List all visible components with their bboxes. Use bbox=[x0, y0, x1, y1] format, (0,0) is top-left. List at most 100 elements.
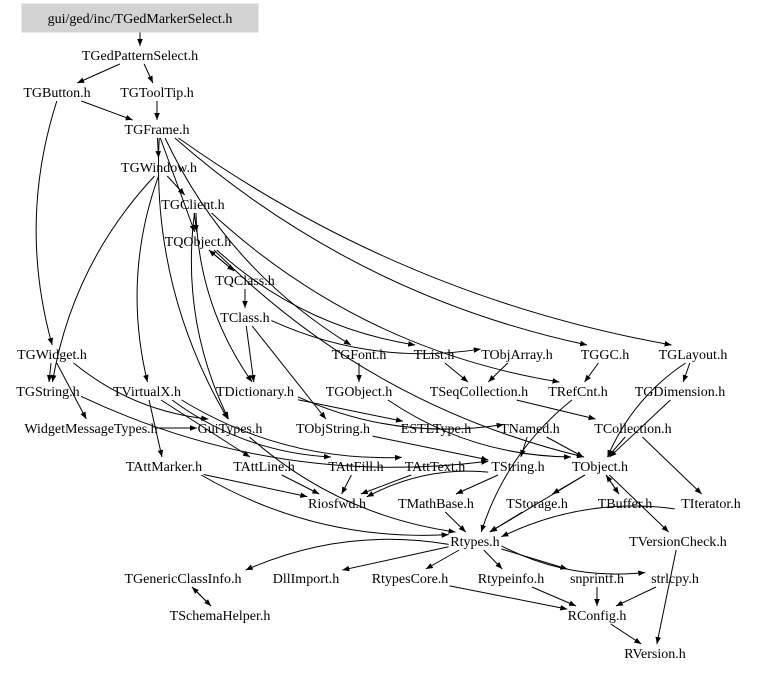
node-label: TAttFill.h bbox=[328, 460, 383, 475]
edge-rtypes-to-strlcpy bbox=[501, 545, 646, 577]
node-label: snprintf.h bbox=[570, 572, 624, 587]
node-tstring[interactable]: TString.h bbox=[491, 460, 544, 475]
edge-tclass-to-tobjstring bbox=[251, 325, 327, 420]
node-tattfill[interactable]: TAttFill.h bbox=[328, 460, 383, 475]
node-tcollection[interactable]: TCollection.h bbox=[594, 422, 671, 437]
node-tggc[interactable]: TGGC.h bbox=[581, 348, 630, 363]
edge-tseqcollection-to-tcollection bbox=[516, 399, 596, 421]
node-root[interactable]: gui/ged/inc/TGedMarkerSelect.h bbox=[21, 3, 259, 33]
edge-tnamed-to-tstring bbox=[520, 436, 528, 458]
node-label: TQClass.h bbox=[215, 274, 275, 289]
node-label: TDictionary.h bbox=[216, 385, 294, 400]
node-label: TGFont.h bbox=[332, 348, 387, 363]
edge-tgobject-to-tobject bbox=[387, 399, 572, 460]
node-tgedpatternselect[interactable]: TGedPatternSelect.h bbox=[82, 49, 198, 64]
node-trefcnt[interactable]: TRefCnt.h bbox=[548, 385, 608, 400]
node-rversion[interactable]: RVersion.h bbox=[624, 647, 686, 662]
node-tobjstring[interactable]: TObjString.h bbox=[296, 422, 370, 437]
edge-tgwindow-to-tvirtualx bbox=[136, 175, 159, 383]
node-tgdimension[interactable]: TGDimension.h bbox=[635, 385, 726, 400]
edge-tnamed-to-tobject bbox=[546, 436, 584, 458]
node-tgframe[interactable]: TGFrame.h bbox=[125, 123, 190, 138]
edge-tclass-to-tdictionary bbox=[245, 325, 256, 383]
node-estltype[interactable]: ESTLType.h bbox=[401, 422, 471, 437]
node-tobject[interactable]: TObject.h bbox=[572, 460, 628, 475]
edge-tgclient-to-trefcnt bbox=[211, 212, 560, 384]
edge-tgframe-to-tglayout bbox=[178, 137, 672, 347]
node-tatttext[interactable]: TAttText.h bbox=[405, 460, 466, 475]
node-tvirtualx[interactable]: TVirtualX.h bbox=[113, 385, 181, 400]
node-tclass[interactable]: TClass.h bbox=[220, 311, 269, 326]
node-tgwindow[interactable]: TGWindow.h bbox=[121, 161, 197, 176]
edge-tgwidget-to-guitypes bbox=[73, 362, 209, 422]
node-tgenericclassinfo[interactable]: TGenericClassInfo.h bbox=[124, 572, 241, 587]
node-label: TGString.h bbox=[16, 385, 79, 400]
node-label: TRefCnt.h bbox=[548, 385, 608, 400]
node-label: TGenericClassInfo.h bbox=[124, 572, 241, 587]
node-label: WidgetMessageTypes.h bbox=[24, 422, 157, 437]
node-strlcpy[interactable]: strlcpy.h bbox=[651, 572, 699, 587]
node-tgobject[interactable]: TGObject.h bbox=[326, 385, 392, 400]
node-tobjarray[interactable]: TObjArray.h bbox=[481, 348, 553, 363]
node-tglayout[interactable]: TGLayout.h bbox=[659, 348, 728, 363]
node-tattline[interactable]: TAttLine.h bbox=[233, 460, 294, 475]
edge-tvirtualx-to-tatttext bbox=[181, 399, 403, 461]
edge-tschemahelper-to-tgenericclassinfo bbox=[191, 586, 212, 607]
node-label: TNamed.h bbox=[500, 422, 559, 437]
node-tgclient[interactable]: TGClient.h bbox=[161, 198, 224, 213]
node-label: TSeqCollection.h bbox=[430, 385, 528, 400]
node-tdictionary[interactable]: TDictionary.h bbox=[216, 385, 294, 400]
node-label: TCollection.h bbox=[594, 422, 671, 437]
node-rtypeinfo[interactable]: Rtypeinfo.h bbox=[478, 572, 545, 587]
edge-tattfill-to-riosfwd bbox=[341, 474, 352, 495]
node-rtypescore[interactable]: RtypesCore.h bbox=[372, 572, 449, 587]
node-rtypes[interactable]: Rtypes.h bbox=[450, 535, 499, 550]
edge-tcollection-to-tobject bbox=[607, 436, 626, 458]
node-label: TGedPatternSelect.h bbox=[82, 49, 198, 64]
edge-tgwidget-to-tgstring bbox=[46, 362, 53, 383]
node-rconfig[interactable]: RConfig.h bbox=[568, 609, 627, 624]
node-dllimport[interactable]: DllImport.h bbox=[273, 572, 340, 587]
node-titerator[interactable]: TIterator.h bbox=[681, 497, 740, 512]
node-widgetmessagetypes[interactable]: WidgetMessageTypes.h bbox=[24, 422, 157, 437]
node-tqclass[interactable]: TQClass.h bbox=[215, 274, 275, 289]
edge-tgwidget-to-widgetmessagetypes bbox=[56, 362, 87, 420]
edge-rtypeinfo-to-rconfig bbox=[531, 586, 577, 607]
edge-tlist-to-tseqcollection bbox=[444, 362, 469, 383]
node-tgstring[interactable]: TGString.h bbox=[16, 385, 79, 400]
node-label: TQObject.h bbox=[165, 235, 231, 250]
node-label: TGLayout.h bbox=[659, 348, 728, 363]
node-label: TStorage.h bbox=[506, 497, 568, 512]
node-label: TGButton.h bbox=[23, 86, 90, 101]
node-guitypes[interactable]: GuiTypes.h bbox=[198, 422, 263, 437]
root-node-box bbox=[21, 3, 259, 33]
node-tlist[interactable]: TList.h bbox=[414, 348, 455, 363]
edge-trefcnt-to-rtypes bbox=[480, 399, 573, 533]
edge-tdictionary-to-estltype bbox=[297, 399, 404, 423]
node-tbuffer[interactable]: TBuffer.h bbox=[598, 497, 653, 512]
node-tversioncheck[interactable]: TVersionCheck.h bbox=[629, 535, 727, 550]
node-tstorage[interactable]: TStorage.h bbox=[506, 497, 568, 512]
node-label: TObjArray.h bbox=[481, 348, 553, 363]
node-snprintf[interactable]: snprintf.h bbox=[570, 572, 624, 587]
edge-tgwindow-to-tgclient bbox=[166, 175, 186, 196]
node-riosfwd[interactable]: Riosfwd.h bbox=[308, 497, 366, 512]
edge-tqobject-to-tlist bbox=[216, 249, 416, 347]
node-tschemahelper[interactable]: TSchemaHelper.h bbox=[170, 609, 271, 624]
node-tmathbase[interactable]: TMathBase.h bbox=[398, 497, 474, 512]
node-tgbutton[interactable]: TGButton.h bbox=[23, 86, 90, 101]
edge-tvirtualx-to-tattmarker bbox=[148, 399, 164, 458]
node-tgwidget[interactable]: TGWidget.h bbox=[17, 348, 87, 363]
node-tnamed[interactable]: TNamed.h bbox=[500, 422, 559, 437]
node-tattmarker[interactable]: TAttMarker.h bbox=[126, 460, 202, 475]
node-tqobject[interactable]: TQObject.h bbox=[165, 235, 231, 250]
node-tgfont[interactable]: TGFont.h bbox=[332, 348, 387, 363]
node-label: TGClient.h bbox=[161, 198, 224, 213]
edge-tmathbase-to-rtypes bbox=[444, 511, 467, 533]
node-tgtooltip[interactable]: TGToolTip.h bbox=[120, 86, 194, 101]
edge-tglayout-to-tgdimension bbox=[682, 362, 691, 383]
edge-tclass-to-tobjarray bbox=[271, 320, 481, 355]
node-tseqcollection[interactable]: TSeqCollection.h bbox=[430, 385, 528, 400]
edge-tgframe-to-tggc bbox=[174, 137, 588, 347]
